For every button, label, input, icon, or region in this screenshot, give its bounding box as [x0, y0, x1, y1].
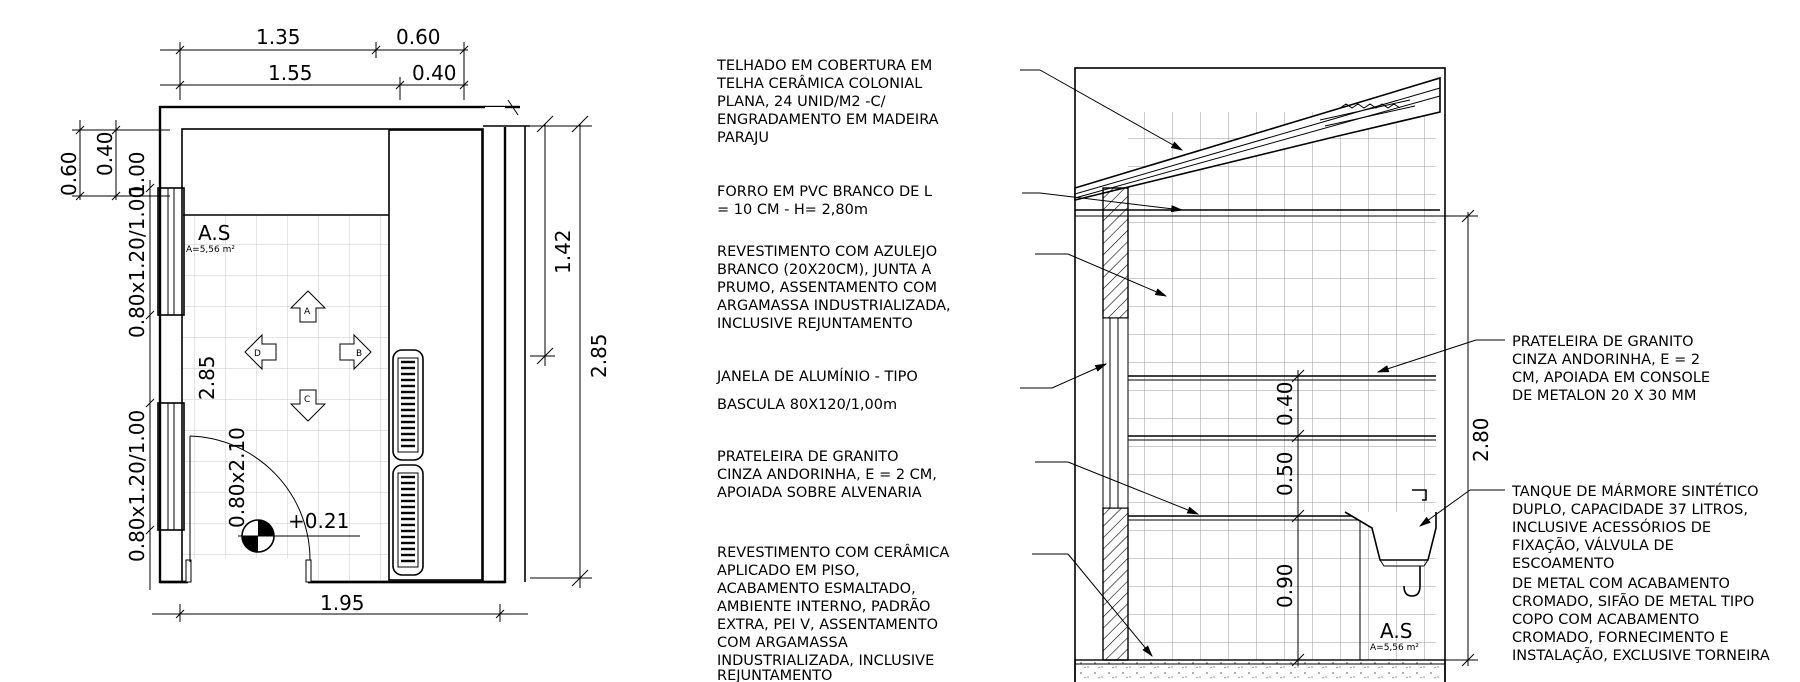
section-wall-lower: [1102, 507, 1129, 661]
dim-left-window-1: 0.80x1.20/1.00: [125, 186, 149, 338]
svg-text:DUPLO, CAPACIDADE 37 LITROS,: DUPLO, CAPACIDADE 37 LITROS,: [1512, 502, 1748, 518]
dim-top2-1: 1.55: [268, 61, 313, 85]
section-room-area: A=5,56 m²: [1370, 643, 1419, 653]
notes-left: TELHADO EM COBERTURA EM TELHA CERÂMICA C…: [716, 58, 1200, 682]
svg-text:BASCULA 80X120/1,00m: BASCULA 80X120/1,00m: [717, 397, 897, 413]
svg-text:REJUNTAMENTO: REJUNTAMENTO: [717, 668, 832, 682]
plan-level-text: +0.21: [288, 509, 349, 533]
svg-text:INCLUSIVE REJUNTAMENTO: INCLUSIVE REJUNTAMENTO: [717, 316, 913, 332]
svg-text:INDUSTRIALIZADA, INCLUSIVE: INDUSTRIALIZADA, INCLUSIVE: [717, 653, 934, 669]
plan-door-swing: [189, 435, 311, 561]
section-frame: [1074, 67, 1446, 682]
section-dim-040: 0.40: [1273, 381, 1297, 426]
dim-top-1: 1.35: [256, 25, 301, 49]
svg-text:ACABAMENTO ESMALTADO,: ACABAMENTO ESMALTADO,: [717, 581, 916, 597]
dim-top-2: 0.60: [396, 25, 441, 49]
note-shelf: PRATELEIRA DE GRANITO CINZA ANDORINHA, E…: [717, 449, 937, 501]
svg-text:EXTRA, PEI V, ASSENTAMENTO: EXTRA, PEI V, ASSENTAMENTO: [717, 617, 938, 633]
marker-b: B: [356, 349, 362, 359]
dim-left-060: 0.60: [57, 151, 81, 196]
svg-text:PRATELEIRA DE GRANITO: PRATELEIRA DE GRANITO: [1512, 334, 1694, 350]
note-roof: TELHADO EM COBERTURA EM TELHA CERÂMICA C…: [716, 58, 939, 146]
note-ceiling: FORRO EM PVC BRANCO DE L = 10 CM - H= 2,…: [717, 184, 932, 218]
plan-window-1: [157, 187, 185, 316]
svg-text:APOIADA SOBRE ALVENARIA: APOIADA SOBRE ALVENARIA: [717, 485, 922, 501]
dim-bottom: 1.95: [320, 591, 365, 615]
svg-text:DE METALON 20 X 30 MM: DE METALON 20 X 30 MM: [1512, 388, 1696, 404]
marker-a: A: [304, 307, 311, 317]
floor-plan: +0.21 A B C D A.S A=5,56 m² 1.35: [57, 25, 611, 622]
note-window: JANELA DE ALUMÍNIO - TIPO BASCULA 80X120…: [716, 368, 918, 413]
svg-text:FORRO EM PVC BRANCO DE L: FORRO EM PVC BRANCO DE L: [717, 184, 932, 200]
svg-text:TELHA CERÂMICA COLONIAL: TELHA CERÂMICA COLONIAL: [716, 74, 922, 92]
svg-text:COM ARGAMASSA: COM ARGAMASSA: [717, 635, 848, 651]
svg-text:BRANCO (20X20CM), JUNTA A: BRANCO (20X20CM), JUNTA A: [717, 262, 931, 278]
plan-room-name: A.S: [198, 221, 230, 245]
svg-text:AMBIENTE INTERNO, PADRÃO: AMBIENTE INTERNO, PADRÃO: [717, 598, 930, 615]
note-floor: REVESTIMENTO COM CERÂMICA APLICADO EM PI…: [717, 543, 949, 682]
section-room-name: A.S: [1380, 619, 1412, 643]
section-dim-090: 0.90: [1273, 563, 1297, 608]
plan-window-2: [157, 402, 185, 531]
note-wall-tiles: REVESTIMENTO COM AZULEJO BRANCO (20X20CM…: [717, 244, 951, 332]
plan-counter: [388, 129, 483, 581]
svg-text:PLANA, 24 UNID/M2 -C/: PLANA, 24 UNID/M2 -C/: [717, 94, 886, 110]
dim-door: 0.80x2.10: [225, 427, 249, 528]
notes-right: PRATELEIRA DE GRANITO CINZA ANDORINHA, E…: [1376, 334, 1770, 664]
svg-text:ESCOAMENTO: ESCOAMENTO: [1512, 556, 1614, 572]
svg-text:INCLUSIVE ACESSÓRIOS DE: INCLUSIVE ACESSÓRIOS DE: [1512, 518, 1711, 536]
dim-right-inner: 1.42: [551, 229, 575, 274]
plan-tank-bottom: [392, 464, 424, 576]
section-dim-050: 0.50: [1273, 451, 1297, 496]
svg-text:PRUMO, ASSENTAMENTO COM: PRUMO, ASSENTAMENTO COM: [717, 280, 937, 296]
svg-text:FIXAÇÃO, VÁLVULA DE: FIXAÇÃO, VÁLVULA DE: [1512, 537, 1674, 554]
section-markers: A B C D: [244, 290, 372, 422]
dim-left-window-2: 0.80x1.20/1.00: [125, 410, 149, 562]
level-marker: [238, 519, 360, 553]
svg-text:PARAJU: PARAJU: [717, 130, 769, 146]
section-view: A.S A=5,56 m² 0.40 0.50 0.90 2.80: [1074, 67, 1493, 682]
marker-c: C: [304, 395, 310, 405]
section-wall-tiles: [1128, 112, 1436, 660]
dim-right-outer: 2.85: [587, 333, 611, 378]
dim-left-040: 0.40: [93, 131, 117, 176]
svg-text:ARGAMASSA INDUSTRIALIZADA,: ARGAMASSA INDUSTRIALIZADA,: [717, 298, 951, 314]
svg-text:DE METAL COM ACABAMENTO: DE METAL COM ACABAMENTO: [1512, 576, 1730, 592]
svg-text:TANQUE DE MÁRMORE SINTÉTICO: TANQUE DE MÁRMORE SINTÉTICO: [1511, 483, 1759, 500]
svg-text:INSTALAÇÃO, EXCLUSIVE TORNEIRA: INSTALAÇÃO, EXCLUSIVE TORNEIRA: [1512, 647, 1770, 664]
svg-text:PRATELEIRA DE GRANITO: PRATELEIRA DE GRANITO: [717, 449, 899, 465]
plan-room-area: A=5,56 m²: [186, 245, 235, 255]
svg-text:CM, APOIADA EM CONSOLE: CM, APOIADA EM CONSOLE: [1512, 370, 1710, 386]
svg-text:REVESTIMENTO COM AZULEJO: REVESTIMENTO COM AZULEJO: [717, 244, 937, 260]
svg-text:ENGRADAMENTO EM MADEIRA: ENGRADAMENTO EM MADEIRA: [717, 112, 939, 128]
svg-text:CROMADO, SIFÃO DE METAL TIPO: CROMADO, SIFÃO DE METAL TIPO: [1512, 593, 1754, 610]
svg-text:JANELA DE ALUMÍNIO - TIPO: JANELA DE ALUMÍNIO - TIPO: [716, 368, 918, 385]
svg-text:CROMADO, FORNECIMENTO E: CROMADO, FORNECIMENTO E: [1512, 630, 1729, 646]
section-floor: [1074, 659, 1446, 682]
note-shelf-console: PRATELEIRA DE GRANITO CINZA ANDORINHA, E…: [1512, 334, 1710, 404]
svg-text:REVESTIMENTO COM CERÂMICA: REVESTIMENTO COM CERÂMICA: [717, 543, 949, 561]
svg-text:CINZA ANDORINHA, E = 2: CINZA ANDORINHA, E = 2: [1512, 352, 1700, 368]
section-dim-280: 2.80: [1469, 417, 1493, 462]
plan-tank-top: [392, 349, 424, 461]
dim-height-inner: 2.85: [195, 355, 219, 400]
dim-top2-2: 0.40: [412, 61, 457, 85]
dim-left-100: 1.00: [125, 151, 149, 196]
plan-floor-tiles: [183, 215, 389, 580]
svg-text:= 10 CM - H= 2,80m: = 10 CM - H= 2,80m: [717, 202, 868, 218]
section-wall-upper: [1102, 187, 1129, 319]
marker-d: D: [254, 349, 261, 359]
section-window: [1102, 317, 1129, 509]
svg-text:COPO COM ACABAMENTO: COPO COM ACABAMENTO: [1512, 612, 1699, 628]
note-tank: TANQUE DE MÁRMORE SINTÉTICO DUPLO, CAPAC…: [1511, 483, 1770, 664]
svg-text:CINZA ANDORINHA, E = 2 CM,: CINZA ANDORINHA, E = 2 CM,: [717, 467, 937, 483]
svg-text:APLICADO EM PISO,: APLICADO EM PISO,: [717, 563, 860, 579]
svg-text:TELHADO EM COBERTURA EM: TELHADO EM COBERTURA EM: [716, 58, 932, 74]
section-tank: [1344, 489, 1437, 597]
